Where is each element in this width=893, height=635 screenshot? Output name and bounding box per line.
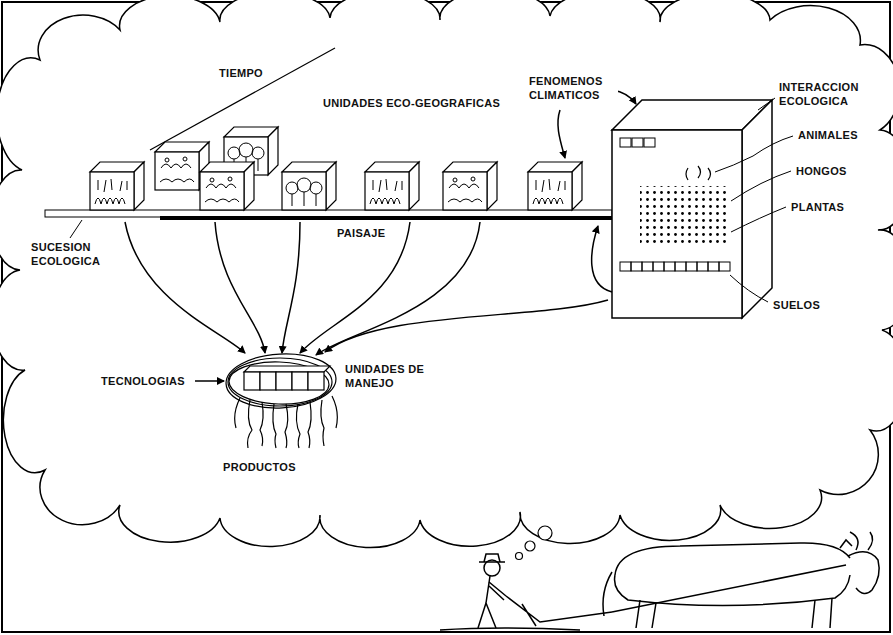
- thought-bubbles: [516, 526, 553, 560]
- part-label: PLANTAS: [790, 200, 845, 214]
- flow-arrows: [125, 90, 636, 381]
- part-label: HONGOS: [795, 164, 848, 178]
- output-label: PRODUCTOS: [222, 460, 297, 474]
- management-cluster: [225, 351, 338, 448]
- thought-cloud: [0, 0, 893, 548]
- section-label: UNIDADES DE MANEJO: [344, 362, 438, 391]
- part-label: SUELOS: [772, 298, 821, 312]
- farmer-ploughing: [440, 554, 612, 630]
- landscape-bar: [45, 210, 612, 238]
- callout-label: INTERACCION ECOLOGICA: [778, 80, 872, 109]
- callout-label: SUCESION ECOLOGICA: [30, 240, 117, 269]
- eco-geographic-cubes: [90, 127, 582, 210]
- axis-label: TIEMPO: [218, 66, 264, 80]
- ecosystem-cube: [612, 100, 772, 318]
- ox-figure: [603, 532, 879, 628]
- leader-lines: [715, 98, 793, 302]
- callout-label: FENOMENOS CLIMATICOS: [528, 74, 618, 103]
- input-label: TECNOLOGIAS: [100, 374, 186, 388]
- part-label: ANIMALES: [797, 128, 859, 142]
- section-label: UNIDADES ECO-GEOGRAFICAS: [322, 96, 501, 110]
- section-label: PAISAJE: [336, 226, 386, 240]
